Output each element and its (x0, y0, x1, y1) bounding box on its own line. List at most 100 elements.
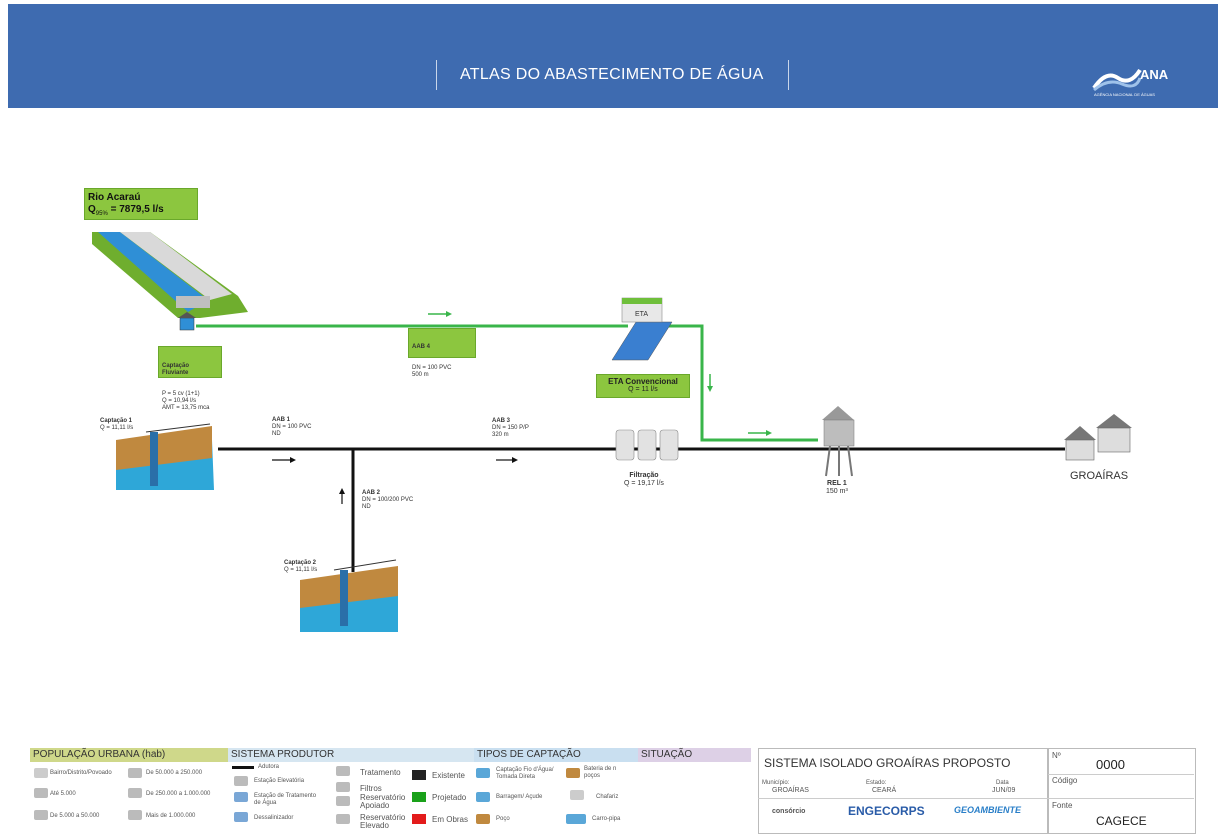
elevated-reservoir-icon (822, 406, 855, 477)
legend-status: Existente (432, 771, 465, 780)
direct-intake-icon (476, 768, 490, 778)
river-name: Rio Acaraú (88, 192, 141, 203)
pump-station-icon (178, 312, 196, 331)
projected-flow-arrow-3 (748, 430, 772, 436)
projected-flow-arrow-1 (428, 311, 452, 317)
header-separator-left (436, 60, 437, 90)
legend-intake-header: TIPOS DE CAPTAÇÃO (474, 748, 639, 762)
city-houses-icon (1064, 414, 1132, 461)
code-divider-2 (1048, 798, 1194, 799)
well-icon-2 (300, 559, 398, 632)
eta-flow: Q = 11 l/s (628, 386, 658, 393)
large-city-icon (128, 788, 142, 798)
ground-reservoir-icon (336, 796, 350, 806)
geoambiente-logo: GEOAMBIENTE (954, 805, 1022, 815)
filters-icon (336, 782, 350, 792)
existing-flow-arrow-3 (339, 488, 345, 504)
eta-treatment-icon: ETA (611, 297, 673, 361)
header-bar: ATLAS DO ABASTECIMENTO DE ÁGUA ANA AGÊNC… (8, 4, 1218, 108)
aab4-info-box: AAB 4 DN = 100 PVC 500 m (408, 328, 476, 378)
legend-intake-item: Poço (496, 816, 510, 822)
ana-logo: ANA AGÊNCIA NACIONAL DE ÁGUAS (1092, 64, 1192, 104)
projected-adductor-line (196, 324, 818, 442)
data-label: Data (996, 780, 1009, 786)
existing-adductor-line (218, 447, 1065, 572)
existing-flow-arrow-2 (496, 457, 518, 463)
numero-value: 0000 (1096, 757, 1125, 772)
legend-situation-header: SITUAÇÃO (638, 748, 751, 762)
legend-pop-item: Até 5.000 (50, 791, 76, 797)
river-info-box: Rio Acaraú Q95% = 7879,5 l/s (84, 188, 198, 220)
legend-system-header: SISTEMA PRODUTOR (228, 748, 475, 762)
ana-logo-name: ANA (1140, 67, 1169, 82)
legend-pop-item: Bairro/Distrito/Povoado (50, 770, 112, 776)
adductor-icon (232, 766, 254, 769)
city-name: GROAÍRAS (1070, 470, 1129, 482)
legend-system-item: Reservatório Apoiado (360, 793, 406, 810)
legend-system-item: Estação Elevatória (254, 778, 305, 784)
aab2-label: AAB 2 DN = 100/200 PVC ND (362, 490, 414, 510)
legend-intake-item: Barragem/ Açude (496, 794, 543, 800)
legend-status: Projetado (432, 793, 467, 802)
eta-title: ETA Convencional (608, 377, 678, 386)
water-truck-icon (566, 814, 586, 824)
ana-wave-icon (1092, 68, 1142, 92)
info-divider (758, 798, 1048, 799)
legend-system-item: Reservatório Elevado (360, 813, 406, 830)
well-icon-1 (116, 423, 214, 490)
desalinator-icon (234, 812, 248, 822)
pumping-station-icon (234, 776, 248, 786)
river-icon (92, 232, 248, 318)
well-battery-icon (566, 768, 580, 778)
elevated-reservoir-legend-icon (336, 814, 350, 824)
eta-icon-label: ETA (635, 311, 648, 318)
treatment-icon (336, 766, 350, 776)
fountain-icon (570, 790, 584, 800)
municipio-value: GROAÍRAS (772, 787, 809, 794)
aab1-label: AAB 1 DN = 100 PVC ND (272, 417, 312, 437)
well-legend-icon (476, 814, 490, 824)
legend-intake-item: Carro-pipa (592, 816, 621, 822)
legend-system-item: Adutora (258, 764, 280, 770)
captacao2-label: Captação 2 Q = 11,11 l/s (284, 560, 318, 573)
status-existing-swatch (412, 770, 426, 780)
estado-value: CEARÁ (872, 787, 897, 794)
legend-system-item: Dessalinizador (254, 815, 294, 821)
fonte-label: Fonte (1052, 801, 1073, 810)
filter-tanks-icon (615, 429, 679, 461)
status-construction-swatch (412, 814, 426, 824)
fluvial-intake-info-box: Captação Fluviante P = 5 cv (1+1) Q = 10… (158, 346, 222, 411)
estado-label: Estado: (866, 780, 887, 786)
eta-info-box: ETA Convencional Q = 11 l/s (596, 374, 690, 398)
ana-logo-subtitle: AGÊNCIA NACIONAL DE ÁGUAS (1094, 92, 1155, 97)
aab4-title: AAB 4 (412, 344, 431, 350)
filtracao-label: Filtração Q = 19,17 l/s (624, 472, 664, 487)
status-projected-swatch (412, 792, 426, 802)
metropolis-icon (128, 810, 142, 820)
fluvial-intake-title: Captação Fluviante (162, 363, 190, 376)
municipio-label: Município: (762, 780, 790, 786)
data-value: JUN/09 (992, 787, 1016, 794)
legend-population-header: POPULAÇÃO URBANA (hab) (30, 748, 229, 762)
system-title: SISTEMA ISOLADO GROAÍRAS PROPOSTO (764, 756, 1011, 770)
consortium-label: consórcio (772, 808, 806, 815)
captacao1-label: Captação 1 Q = 11,11 l/s (100, 418, 134, 431)
legend-pop-item: De 250.000 a 1.000.000 (146, 791, 211, 797)
aab3-label: AAB 3 DN = 150 P/P 320 m (492, 418, 529, 438)
legend-panel: POPULAÇÃO URBANA (hab) Bairro/Distrito/P… (30, 748, 1196, 834)
hamlet-icon (34, 768, 48, 778)
city-icon (128, 768, 142, 778)
legend-intake-item: Captação Fio d'Água/ Tomada Direta (496, 767, 554, 780)
numero-label: Nº (1052, 751, 1061, 760)
aab4-details: DN = 100 PVC 500 m (412, 365, 452, 378)
engecorps-logo: ENGECORPS (848, 804, 925, 818)
legend-intake-item: Chafariz (596, 794, 619, 800)
treatment-plant-icon (234, 792, 248, 802)
page-title: ATLAS DO ABASTECIMENTO DE ÁGUA (460, 66, 764, 83)
legend-system-item: Estação de Tratamento de Água (254, 793, 317, 806)
legend-system-item: Filtros (360, 784, 382, 793)
river-flow: Q95% = 7879,5 l/s (88, 204, 164, 217)
legend-pop-item: De 5.000 a 50.000 (50, 813, 100, 819)
header-separator-right (788, 60, 789, 90)
existing-flow-arrow-1 (272, 457, 296, 463)
